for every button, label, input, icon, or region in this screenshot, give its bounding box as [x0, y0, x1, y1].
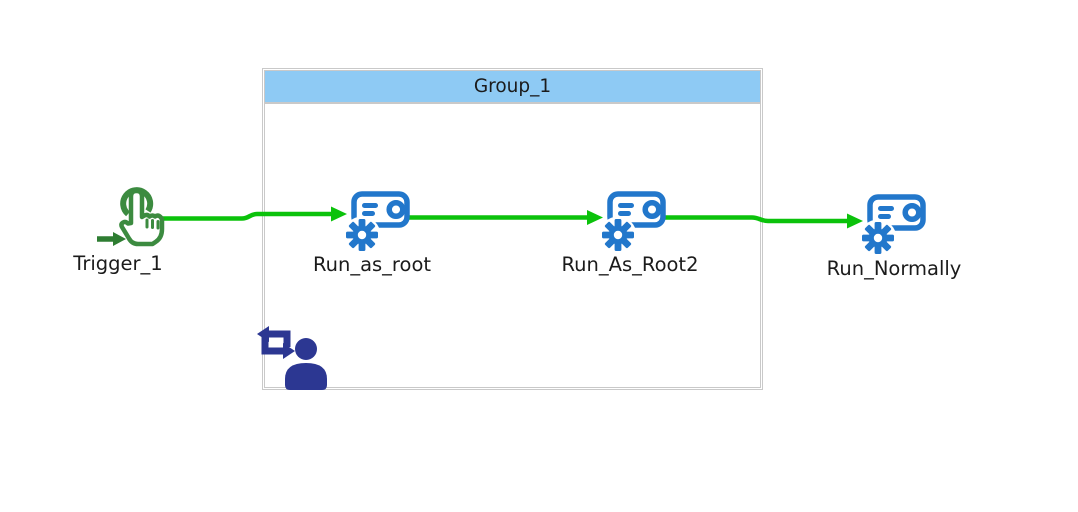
switch-user-icon — [257, 326, 327, 390]
node-label-run-normally[interactable]: Run_Normally — [826, 257, 962, 280]
group-title: Group_1 — [473, 76, 552, 97]
trigger-in-arrow-icon — [97, 232, 126, 246]
user-body — [285, 363, 327, 390]
group-box[interactable]: Group_1 — [262, 68, 763, 390]
gear-icon — [602, 219, 634, 251]
tap-trigger-icon[interactable] — [95, 181, 167, 251]
run-command-icon[interactable] — [596, 190, 666, 252]
gear-icon — [862, 222, 894, 254]
node-label-run-as-root2[interactable]: Run_As_Root2 — [561, 253, 699, 276]
user-head — [295, 338, 317, 360]
gear-icon — [346, 219, 378, 251]
run-command-icon[interactable] — [340, 190, 410, 252]
run-command-icon[interactable] — [856, 193, 926, 255]
node-label-run-as-root[interactable]: Run_as_root — [312, 253, 432, 276]
group-header[interactable]: Group_1 — [265, 71, 760, 104]
pointer-hand — [119, 188, 165, 247]
node-label-trigger[interactable]: Trigger_1 — [73, 252, 163, 275]
knuckle-lines — [145, 218, 160, 230]
